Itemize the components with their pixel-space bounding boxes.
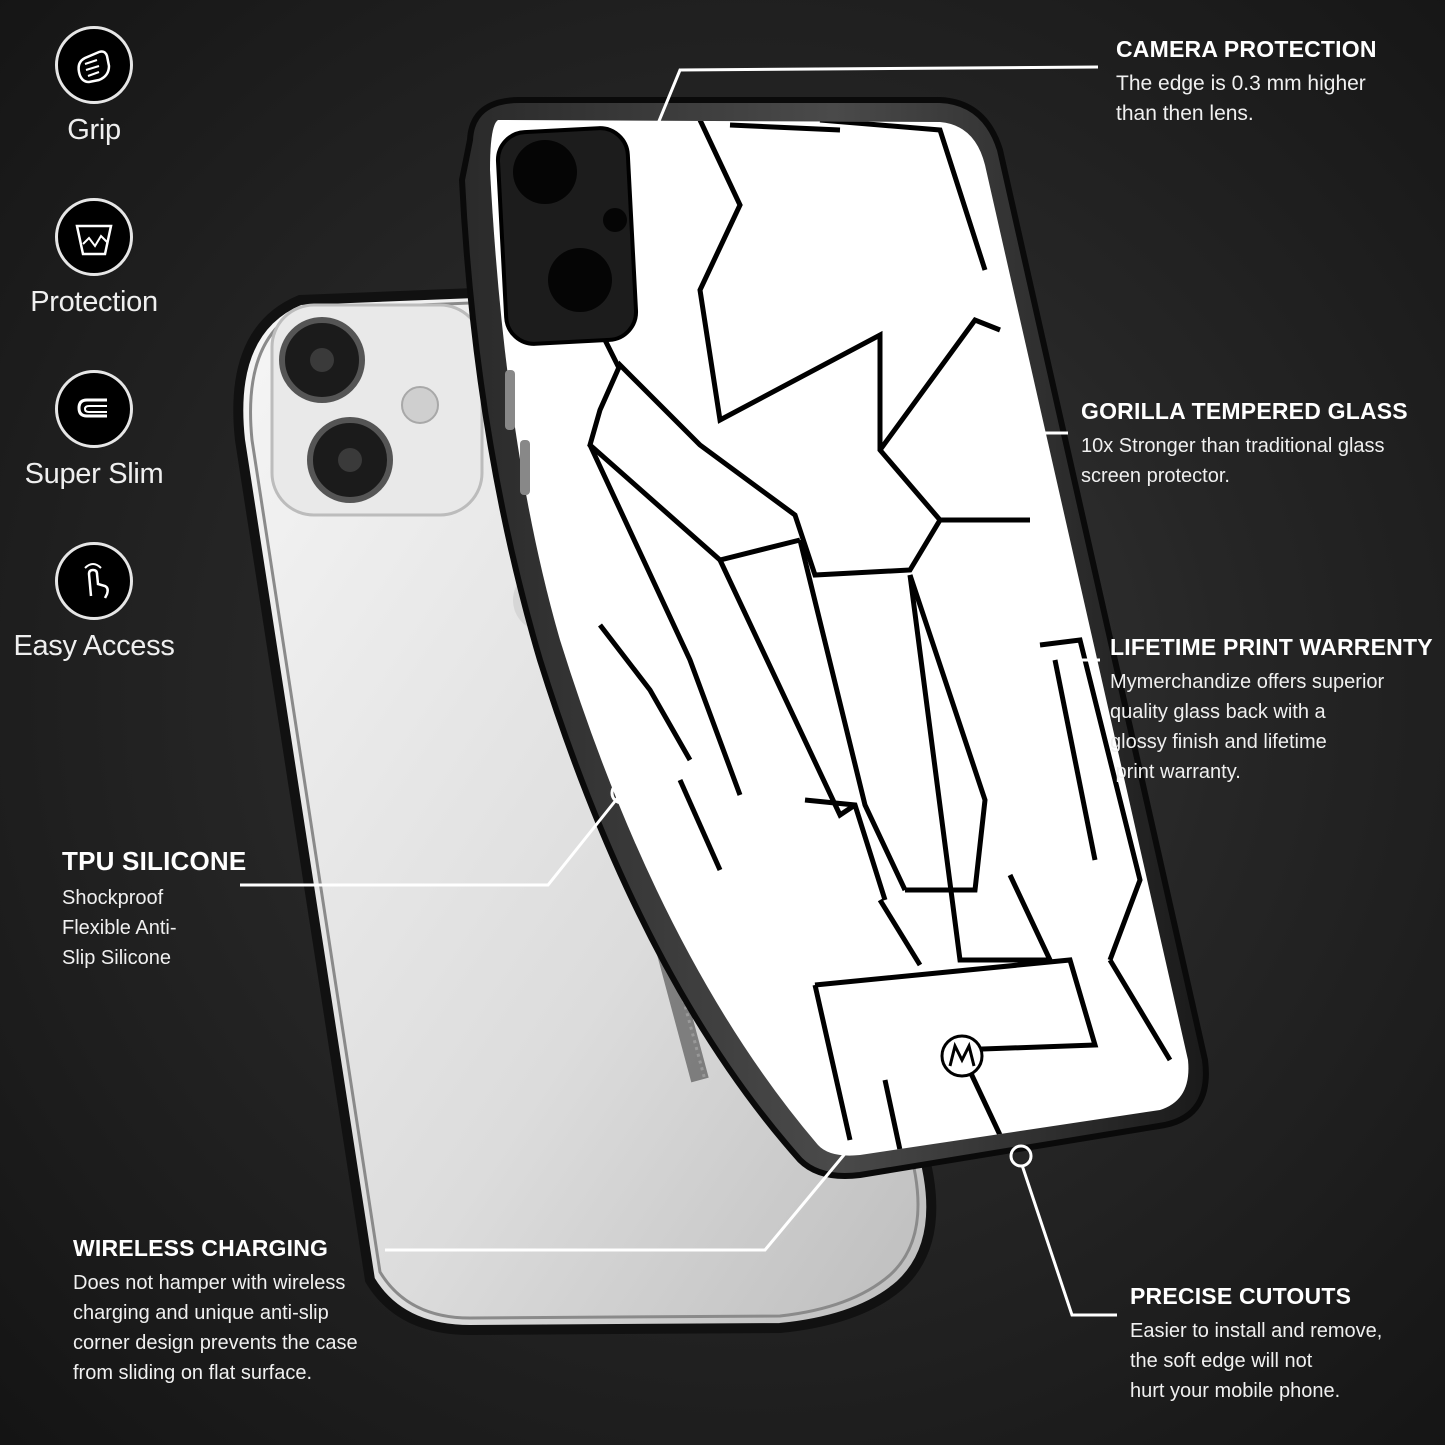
shield-impact-icon [55, 198, 133, 276]
callout-text: screen protector. [1081, 465, 1230, 487]
callout-text: Slip Silicone [62, 947, 171, 969]
callout-title: PRECISE CUTOUTS [1130, 1283, 1352, 1309]
callout-leaders [240, 65, 1117, 1317]
callout-precise-cutouts: PRECISE CUTOUTS Easier to install and re… [1130, 1283, 1382, 1406]
callout-text: Shockproof [62, 887, 164, 909]
callout-text: from sliding on flat surface. [73, 1362, 312, 1384]
brand-logo-icon [940, 1034, 984, 1078]
camera-pointer-dot [631, 150, 655, 174]
callout-text: than then lens. [1116, 102, 1254, 125]
callout-title: GORILLA TEMPERED GLASS [1081, 398, 1408, 424]
tpu-leader-line [240, 794, 622, 887]
callout-title: WIRELESS CHARGING [73, 1235, 329, 1261]
camera-leader-line [641, 65, 1099, 161]
callout-gorilla-glass: GORILLA TEMPERED GLASS 10x Stronger than… [1081, 398, 1408, 491]
callout-title: LIFETIME PRINT WARRENTY [1110, 634, 1433, 660]
callout-text: Easier to install and remove, [1130, 1320, 1383, 1342]
callout-text: 10x Stronger than traditional glass [1081, 435, 1385, 457]
callout-text: the soft edge will not [1130, 1350, 1313, 1372]
callout-text: Does not hamper with wireless [73, 1272, 346, 1294]
callout-tpu-silicone: TPU SILICONE Shockproof Flexible Anti- S… [62, 846, 246, 973]
feature-label: Easy Access [13, 630, 175, 662]
feature-label: Protection [30, 286, 158, 318]
callout-text: glossy finish and lifetime [1110, 731, 1327, 753]
callout-lifetime-warranty: LIFETIME PRINT WARRENTY Mymerchandize of… [1110, 634, 1433, 787]
cutouts-leader-line [1020, 1164, 1117, 1317]
feature-label: Super Slim [24, 458, 164, 490]
grip-hand-icon [55, 26, 133, 104]
feature-protection: Protection [4, 198, 184, 319]
callout-title: TPU SILICONE [62, 846, 247, 876]
callout-text: Mymerchandize offers superior [1110, 671, 1385, 693]
feature-label: Grip [67, 114, 121, 146]
feature-easy-access: Easy Access [4, 542, 184, 663]
wireless-leader-line [385, 1149, 850, 1252]
slim-case-icon [55, 370, 133, 448]
tpu-pointer-dot [610, 781, 634, 805]
callout-text: Flexible Anti- [62, 917, 177, 939]
callout-wireless-charging: WIRELESS CHARGING Does not hamper with w… [73, 1235, 358, 1388]
callout-text: corner design prevents the case [73, 1332, 358, 1354]
callout-camera-protection: CAMERA PROTECTION The edge is 0.3 mm hig… [1116, 36, 1377, 129]
feature-super-slim: Super Slim [4, 370, 184, 491]
callout-text: charging and unique anti-slip [73, 1302, 329, 1324]
callout-text: print warranty. [1110, 761, 1241, 783]
feature-grip: Grip [4, 26, 184, 147]
callout-text: hurt your mobile phone. [1130, 1380, 1341, 1402]
cutouts-pointer-dot [1009, 1144, 1033, 1168]
finger-touch-icon [55, 542, 133, 620]
callout-title: CAMERA PROTECTION [1116, 36, 1377, 62]
callout-text: quality glass back with a [1110, 701, 1326, 723]
callout-text: The edge is 0.3 mm higher [1116, 72, 1366, 95]
